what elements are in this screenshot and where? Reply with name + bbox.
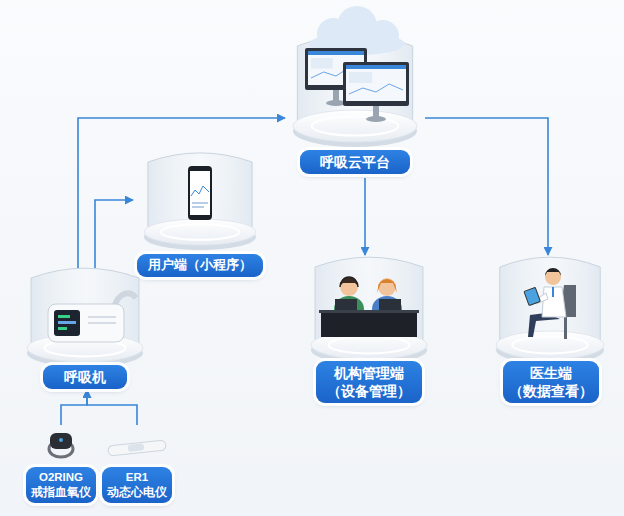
headset: [340, 277, 358, 287]
node-label: 机构管理端 （设备管理）: [321, 364, 417, 400]
screen-chart: [349, 84, 403, 94]
pedestal-top: [293, 110, 417, 142]
chair-leg: [564, 317, 567, 339]
phone-bar: [192, 202, 208, 204]
ventilator-grill: [88, 316, 116, 318]
ventilator-body: [48, 304, 124, 342]
ring-sensor: [50, 433, 72, 449]
phone-chart: [191, 186, 209, 196]
node-label: O2RING 戒指血氧仪: [31, 470, 91, 500]
ventilator-screen: [54, 310, 80, 336]
pedestal-ring: [328, 337, 409, 354]
phone-screen: [190, 171, 210, 215]
label-pill: 医生端 （数据查看）: [503, 361, 599, 403]
connector-group: [61, 118, 548, 425]
station-node: 呼吸云平台: [285, 8, 425, 178]
station-node: O2RING 戒指血氧仪: [24, 425, 98, 509]
ventilator-grill: [88, 322, 116, 324]
desk-top: [319, 310, 419, 313]
person-head: [378, 278, 396, 296]
station-node: 呼吸机: [18, 268, 152, 390]
cloud-shape: [309, 33, 405, 55]
label-pill: 呼吸云平台: [300, 150, 410, 174]
flow-arrow: [425, 118, 548, 255]
screen-bar: [308, 51, 364, 55]
screen-reading: [58, 315, 70, 318]
patch-core: [128, 443, 145, 452]
doctor-head: [545, 269, 561, 285]
person-hair: [377, 279, 397, 293]
screen-panel: [349, 72, 372, 83]
doctor-coat: [542, 287, 566, 317]
label-pill: 呼吸机: [43, 365, 127, 389]
flow-arrow: [87, 390, 137, 425]
screen-panel: [311, 58, 333, 69]
pedestal-ring: [161, 224, 239, 240]
node-label: 呼吸机: [48, 368, 122, 386]
flow-arrow: [61, 390, 87, 425]
person-head: [340, 278, 358, 296]
screen-reading: [58, 327, 67, 330]
flow-arrow: [78, 118, 285, 268]
monitor-base: [366, 116, 386, 122]
pedestal-top: [496, 331, 604, 359]
monitor-screen: [346, 65, 406, 101]
desk: [321, 311, 417, 337]
flow-arrow: [95, 200, 133, 268]
glass-panel: [315, 257, 423, 345]
label-pill: ER1 动态心电仪: [102, 467, 172, 503]
doctor-hair: [545, 268, 561, 276]
tablet: [524, 287, 540, 305]
phone-body: [188, 166, 212, 220]
pedestal-ring: [312, 116, 399, 135]
node-label: 呼吸云平台: [305, 153, 405, 171]
patch-body: [108, 440, 167, 456]
screen-reading: [58, 321, 76, 324]
station-node: 医生端 （数据查看）: [490, 255, 612, 405]
station-node: 用户端（小程序）: [133, 150, 267, 278]
node-label: ER1 动态心电仪: [107, 470, 167, 500]
station-node: 机构管理端 （设备管理）: [305, 255, 433, 403]
label-pill: O2RING 戒指血氧仪: [26, 467, 96, 503]
station-node: ER1 动态心电仪: [100, 425, 174, 509]
flow-arrow: [364, 178, 366, 255]
ring-light: [59, 438, 63, 442]
phone-bar: [192, 206, 204, 208]
label-pill: 用户端（小程序）: [137, 254, 263, 277]
label-pill: 机构管理端 （设备管理）: [316, 361, 422, 403]
pedestal-ring: [512, 337, 588, 354]
tie: [552, 287, 554, 297]
node-label: 医生端 （数据查看）: [508, 364, 594, 400]
pedestal-top: [144, 219, 256, 245]
screen-bar: [346, 65, 406, 69]
monitor-frame: [343, 62, 409, 106]
node-label: 用户端（小程序）: [142, 257, 258, 274]
person-hair: [340, 277, 358, 286]
glass-panel: [31, 268, 139, 348]
